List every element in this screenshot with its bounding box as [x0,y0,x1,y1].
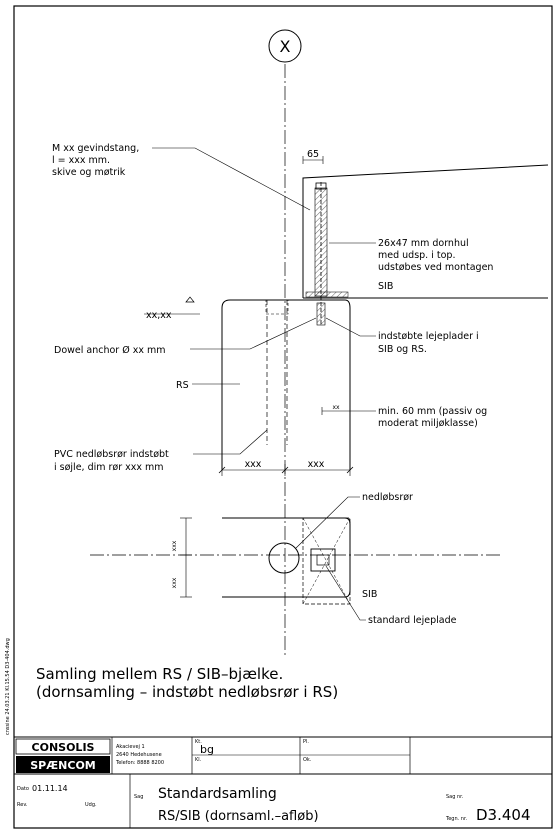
logo-consolis: CONSOLIS [32,741,95,754]
callout-pvc-pipe: PVC nedløbsrør indstøbt i søjle, dim rør… [54,429,268,473]
logo-consolis-box [15,738,111,755]
svg-text:PVC nedløbsrør indstøbt: PVC nedløbsrør indstøbt [54,449,169,460]
dowel-plan-square [310,548,336,572]
sib-plan-label: SIB [362,589,377,600]
plan-view [222,517,351,605]
rev-label: Rev. [17,802,28,808]
sag-nr-label: Sag nr. [446,794,464,800]
callout-rs: RS [176,380,240,391]
svg-text:moderat miljøklasse): moderat miljøklasse) [378,418,478,429]
dim-right-label: xxx [308,459,325,470]
svg-text:SIB og RS.: SIB og RS. [378,344,427,355]
dato-value: 01.11.14 [32,784,68,793]
kt-value: bg [200,743,214,756]
svg-text:Telefon: 8888 8200: Telefon: 8888 8200 [115,760,164,766]
callout-standard-plate: standard lejeplade [325,565,457,626]
elevation-dimensions: xxx xxx [218,459,354,476]
pl-label: Pl. [303,739,309,745]
cover-dim-label: xx [332,404,340,411]
svg-text:l = xxx mm.: l = xxx mm. [52,155,110,166]
sag-label: Sag [134,794,143,800]
svg-text:udstøbes ved montagen: udstøbes ved montagen [378,262,493,273]
dim-65-label: 65 [307,149,319,160]
svg-text:nedløbsrør: nedløbsrør [362,492,413,503]
svg-text:RS: RS [176,380,189,391]
dowel-anchor [316,302,326,326]
downpipe-circle [268,542,300,574]
description-line-2: (dornsamling – indstøbt nedløbsrør i RS) [36,683,338,701]
dimension-65: 65 [302,149,324,164]
sib-elevation-label: SIB [378,281,393,292]
description-line-1: Samling mellem RS / SIB–bjælke. [36,665,283,683]
kl-label: Kl. [195,757,202,763]
rs-column-elevation [144,296,351,470]
logo-spaencom-box [16,756,110,773]
svg-text:2640 Hedehusene: 2640 Hedehusene [116,752,162,758]
level-label: xx,xx [146,310,172,321]
margin-plot-info: cnssine 24.03.21 Kl.15.54 D3-404.dwg [5,638,11,735]
callout-downpipe: nedløbsrør [295,492,413,549]
sib-plan-outline [302,517,351,605]
drawing-title-2: RS/SIB (dornsaml.–afløb) [158,809,319,824]
grid-axis-x: X [90,29,500,655]
grid-mark-label: X [280,37,291,56]
callout-cover: min. 60 mm (passiv og moderat miljøklass… [350,406,487,429]
tegn-nr-label: Tegn. nr. [445,816,468,822]
kt-label: Kt. [195,739,202,745]
svg-text:26x47 mm dornhul: 26x47 mm dornhul [378,238,469,249]
sib-beam-elevation [302,164,549,325]
title-block: CONSOLIS SPÆNCOM Akacievej 1 2640 Hedehu… [14,736,552,828]
drawing-title-1: Standardsamling [158,786,277,802]
plan-dim-upper-label: xxx [171,540,178,551]
plan-dim-lower-label: xxx [171,577,178,588]
callout-dowel-anchor: Dowel anchor Ø xx mm [54,317,317,356]
callout-rod: M xx gevindstang, l = xxx mm. skive og m… [52,143,311,211]
callout-bearing-plates: indstøbte lejeplader i SIB og RS. [325,317,479,355]
washer-and-nut [315,182,327,190]
plan-dimensions: xxx xxx [171,517,192,598]
svg-text:M xx gevindstang,: M xx gevindstang, [52,143,139,154]
logo-spaencom: SPÆNCOM [30,759,96,772]
svg-text:skive og møtrik: skive og møtrik [52,167,126,178]
dato-label: Dato [17,786,29,792]
tegn-nr-value: D3.404 [476,806,531,824]
dim-left-label: xxx [245,459,262,470]
svg-text:standard lejeplade: standard lejeplade [368,615,457,626]
ok-label: Ok. [303,757,312,763]
svg-text:Dowel anchor Ø xx mm: Dowel anchor Ø xx mm [54,345,166,356]
svg-text:indstøbte lejeplader i: indstøbte lejeplader i [378,331,479,342]
udg-label: Udg. [85,802,97,808]
sheet-border [13,5,553,829]
callout-dowel-hole: 26x47 mm dornhul med udsp. i top. udstøb… [329,238,493,292]
cover-dimension: xx [321,404,350,415]
svg-text:med udsp. i top.: med udsp. i top. [378,250,455,261]
svg-text:Akacievej 1: Akacievej 1 [116,744,145,750]
svg-text:min. 60 mm (passiv og: min. 60 mm (passiv og [378,406,487,417]
svg-text:i søjle, dim rør xxx mm: i søjle, dim rør xxx mm [54,462,164,473]
